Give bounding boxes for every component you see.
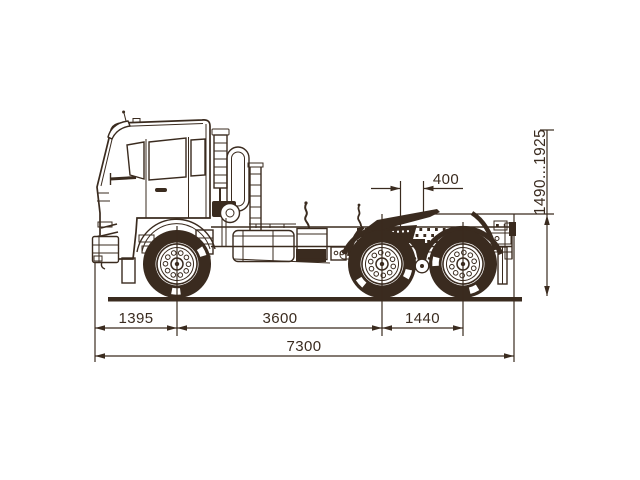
dim-1440-label: 1440 [405,310,440,327]
bogie-front-guard [347,225,365,257]
toolbox [296,227,328,261]
muffler [212,201,241,224]
dim-front-overhang: 1395 [95,310,177,331]
trailer-cable [357,205,362,227]
dim-saddle-height: 1490...1925 [532,129,554,296]
dim-bogie-base: 1440 [382,310,463,331]
dim-saddle-height-label: 1490...1925 [532,129,549,215]
quarter-window [126,141,145,180]
cab-step-upper [138,234,155,243]
fuel-tank [232,229,295,263]
rear-side-window [190,138,206,177]
mirror-arm [109,176,137,181]
dim-wheelbase: 3600 [177,310,382,331]
dim-1395-label: 1395 [119,310,154,327]
front-mudflap [121,257,136,284]
antenna [123,112,127,122]
trailer-air-hose [304,203,310,229]
front-fender [136,218,216,253]
front-bumper [91,235,120,270]
dim-400-label: 400 [433,171,459,188]
roof-visor [107,120,131,140]
bogie-rear-guard [470,211,498,251]
door-handle [155,188,167,192]
dim-7300-label: 7300 [287,338,322,355]
ground-line [108,297,522,302]
tow-hook [100,261,106,270]
door-window [148,137,187,181]
cab-rear-rack [247,162,264,230]
roof-marker-light [132,118,141,123]
dim-fifth-wheel-lead: 400 [371,171,463,192]
rear-light-cluster [490,220,516,285]
air-intake-stack [211,128,230,202]
fog-light [93,255,103,262]
truck-side-view [91,110,516,312]
dim-overall-length: 7300 [95,338,514,359]
a-pillar [100,130,115,187]
dimension-annotations: 400 1490...1925 1395 3600 [94,129,554,362]
dim-3600-label: 3600 [263,310,298,327]
underframe-box [296,249,326,262]
